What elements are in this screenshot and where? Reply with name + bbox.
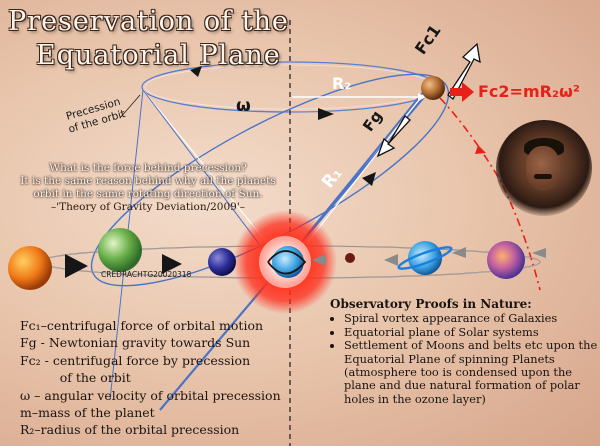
legend-item: of the orbit: [20, 370, 131, 386]
portrait-mouth: [534, 174, 552, 179]
question-line-3: orbit in the same rotating direction of …: [33, 188, 263, 200]
planet-icon: [345, 253, 355, 263]
legend-item: R₂–radius of the orbital precession: [20, 422, 240, 438]
citation: –'Theory of Gravity Deviation/2009'–: [51, 201, 245, 213]
orbiting-planet-icon: [421, 76, 445, 100]
legend-item: m–mass of the planet: [20, 405, 155, 421]
title-line-1: Preservation of the: [8, 6, 289, 37]
legend: Fc₁–centrifugal force of orbital motion …: [20, 317, 281, 439]
portrait-photo: [496, 120, 592, 216]
fg-arrow: [376, 115, 411, 158]
code-label: CREDRACHTG20020318: [101, 270, 192, 279]
proof-item: Spiral vortex appearance of Galaxies: [344, 311, 598, 325]
planet-icon: [208, 248, 236, 276]
legend-item: Fc₁–centrifugal force of orbital motion: [20, 318, 264, 333]
fc2-formula: Fc2=mR₂ω²: [478, 82, 580, 101]
question-block: What is the force behind precession? It …: [6, 162, 290, 214]
fc2-arrow: [450, 82, 474, 102]
ringed-planet-icon: [397, 241, 453, 275]
legend-item: Fg - Newtonian gravity towards Sun: [20, 335, 251, 351]
r2-label: R₂: [332, 74, 352, 93]
planet-icon: [98, 228, 142, 272]
portrait-face: [526, 146, 560, 190]
proofs-heading: Observatory Proofs in Nature:: [330, 297, 532, 311]
legend-item: ω – angular velocity of orbital precessi…: [20, 387, 281, 403]
planet-icon: [487, 241, 525, 279]
planet-icon: [8, 246, 52, 290]
question-line-2: It is the same reason behind why all the…: [20, 175, 276, 187]
proof-item: Equatorial plane of Solar systems: [344, 325, 598, 339]
legend-item: Fc₂ - centrifugal force by precession: [20, 352, 251, 368]
proofs-panel: Observatory Proofs in Nature: Spiral vor…: [330, 297, 598, 406]
proofs-list: Spiral vortex appearance of Galaxies Equ…: [330, 311, 598, 406]
omega-label: ω: [236, 96, 251, 116]
question-line-1: What is the force behind precession?: [49, 162, 247, 174]
proof-item: Settlement of Moons and belts etc upon t…: [344, 339, 598, 406]
title-line-2: Equatorial Plane: [36, 40, 281, 71]
